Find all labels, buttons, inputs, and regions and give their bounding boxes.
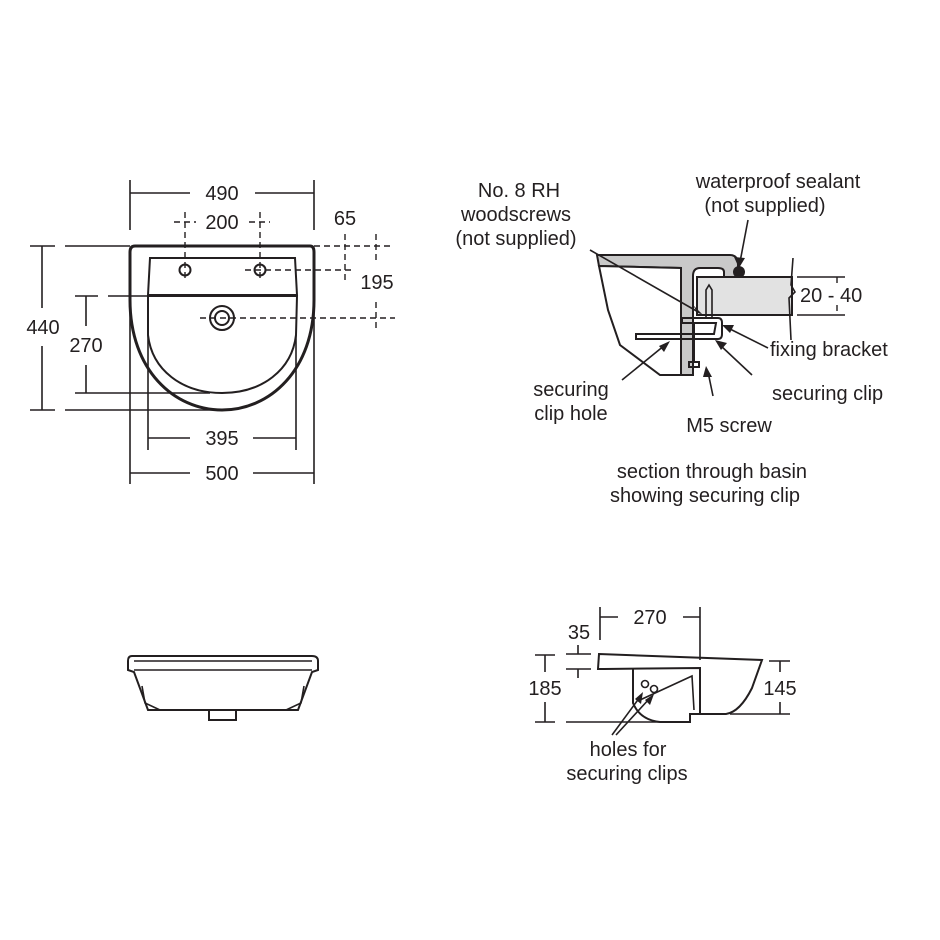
dim-395: 395 [205,428,238,450]
sealant-label-line1: waterproof sealant [695,171,861,193]
dim-490: 490 [205,183,238,205]
dim-side-270: 270 [633,607,666,629]
dim-65: 65 [334,208,356,230]
securing-clip-hole-label-line2: clip hole [534,403,607,425]
holes-label-line1: holes for [590,739,667,761]
holes-label-line2: securing clips [566,763,687,785]
section-detail: 20 - 40 No. 8 RH woodscrews (not supplie… [455,171,888,507]
fixing-bracket [635,317,723,340]
section-caption-line2: showing securing clip [610,485,800,507]
woodscrews-label-line3: (not supplied) [455,228,576,250]
dim-200: 200 [205,212,238,234]
woodscrews-label-line1: No. 8 RH [478,180,560,202]
sealant-label-line2: (not supplied) [704,195,825,217]
m5-screw-label: M5 screw [686,415,772,437]
bowl [147,295,299,395]
tap-deck [146,257,299,296]
dim-side-145: 145 [763,678,796,700]
section-caption-line1: section through basin [617,461,807,483]
woodscrews-label-line2: woodscrews [460,204,571,226]
basin-outline [128,244,316,412]
plan-view: 490 200 65 195 440 270 [26,180,395,485]
basin-body-section [597,264,682,376]
fixing-bracket-label: fixing bracket [770,339,888,361]
dim-side-35: 35 [568,622,590,644]
dim-195: 195 [360,272,393,294]
worktop-thickness-label: 20 - 40 [800,285,862,307]
sealant-bead [733,266,745,278]
dim-270: 270 [69,335,102,357]
securing-clip-hole-label-line1: securing [533,379,609,401]
securing-clip-label: securing clip [772,383,883,405]
dim-440: 440 [26,317,59,339]
front-elevation [127,655,319,721]
woodscrew [705,283,713,318]
dim-500: 500 [205,463,238,485]
worktop [696,276,793,316]
dim-side-185: 185 [528,678,561,700]
side-elevation: 270 35 185 145 holes for securing clips [528,607,797,785]
